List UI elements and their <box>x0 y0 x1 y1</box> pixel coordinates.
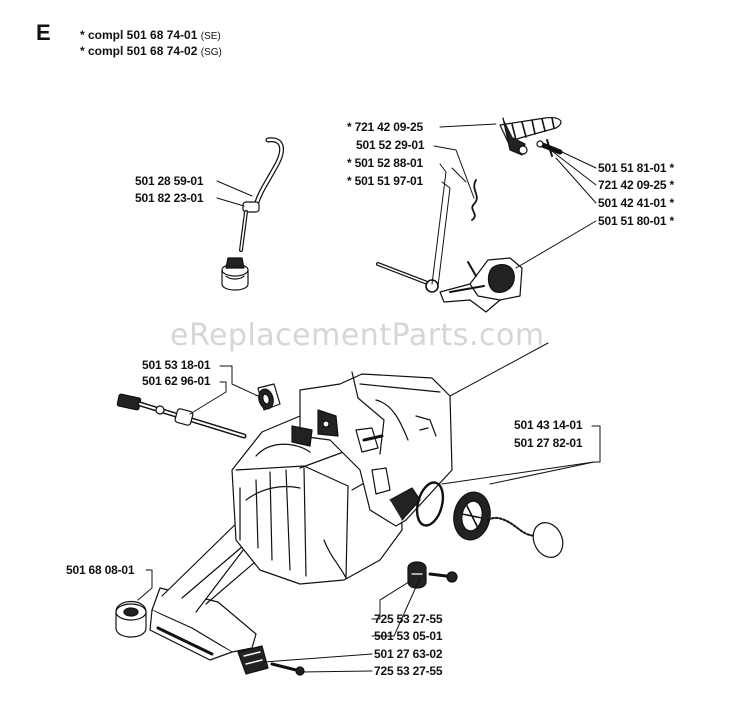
watermark: eReplacementParts.com <box>170 318 545 353</box>
part-label-501-53-18-01: 501 53 18-01 <box>142 358 211 372</box>
o-ring-drawing <box>415 481 445 527</box>
part-label-501-43-14-01: 501 43 14-01 <box>514 418 583 432</box>
part-label-501-82-23-01: 501 82 23-01 <box>135 191 204 205</box>
vibration-damper-drawing <box>407 561 458 589</box>
tank-housing-drawing <box>149 371 453 661</box>
throttle-spring-drawing <box>471 179 478 221</box>
fuel-hose-drawing <box>239 137 285 252</box>
decompression-tube-drawing <box>116 393 247 439</box>
assembly-note-suffix: (SG) <box>200 47 222 58</box>
part-label-501-68-08-01: 501 68 08-01 <box>66 563 135 577</box>
part-label-501-62-96-01: 501 62 96-01 <box>142 374 211 388</box>
assembly-note-text: * compl 501 68 74-01 <box>80 28 198 42</box>
throttle-rod-drawing <box>376 262 439 293</box>
pin-drawing <box>536 139 563 157</box>
leader-lines <box>137 123 601 673</box>
tank-cap-drawing <box>453 491 564 558</box>
damper-bracket-drawing <box>237 645 305 676</box>
part-label-721-42-09-25-a: * 721 42 09-25 <box>347 120 423 134</box>
part-label-501-51-97-01: * 501 51 97-01 <box>347 174 423 188</box>
assembly-note-text: * compl 501 68 74-02 <box>80 44 198 58</box>
assembly-note-se: * compl 501 68 74-01 (SE) <box>80 28 221 42</box>
part-label-501-53-05-01: 501 53 05-01 <box>374 629 443 643</box>
assembly-note-sg: * compl 501 68 74-02 (SG) <box>80 44 222 58</box>
part-label-501-51-81-01: 501 51 81-01 * <box>598 161 674 175</box>
part-label-501-52-29-01: 501 52 29-01 <box>356 138 425 152</box>
fuel-filter-drawing <box>221 257 249 291</box>
part-label-501-42-41-01: 501 42 41-01 * <box>598 196 674 210</box>
throttle-lockout-drawing <box>499 117 562 156</box>
part-label-725-53-27-55-a: 725 53 27-55 <box>374 612 443 626</box>
throttle-trigger-drawing <box>439 257 523 313</box>
part-label-721-42-09-25-b: 721 42 09-25 * <box>598 178 674 192</box>
part-label-501-28-59-01: 501 28 59-01 <box>135 174 204 188</box>
part-label-501-27-63-02: 501 27 63-02 <box>374 647 443 661</box>
part-label-501-52-88-01: * 501 52 88-01 <box>347 156 423 170</box>
rubber-buffer-drawing <box>115 600 147 638</box>
grommet-drawing <box>257 383 281 411</box>
part-label-501-27-82-01: 501 27 82-01 <box>514 436 583 450</box>
part-label-501-51-80-01: 501 51 80-01 * <box>598 214 674 228</box>
part-label-725-53-27-55-b: 725 53 27-55 <box>374 664 443 678</box>
section-letter: E <box>36 20 51 45</box>
assembly-note-suffix: (SE) <box>200 31 221 42</box>
